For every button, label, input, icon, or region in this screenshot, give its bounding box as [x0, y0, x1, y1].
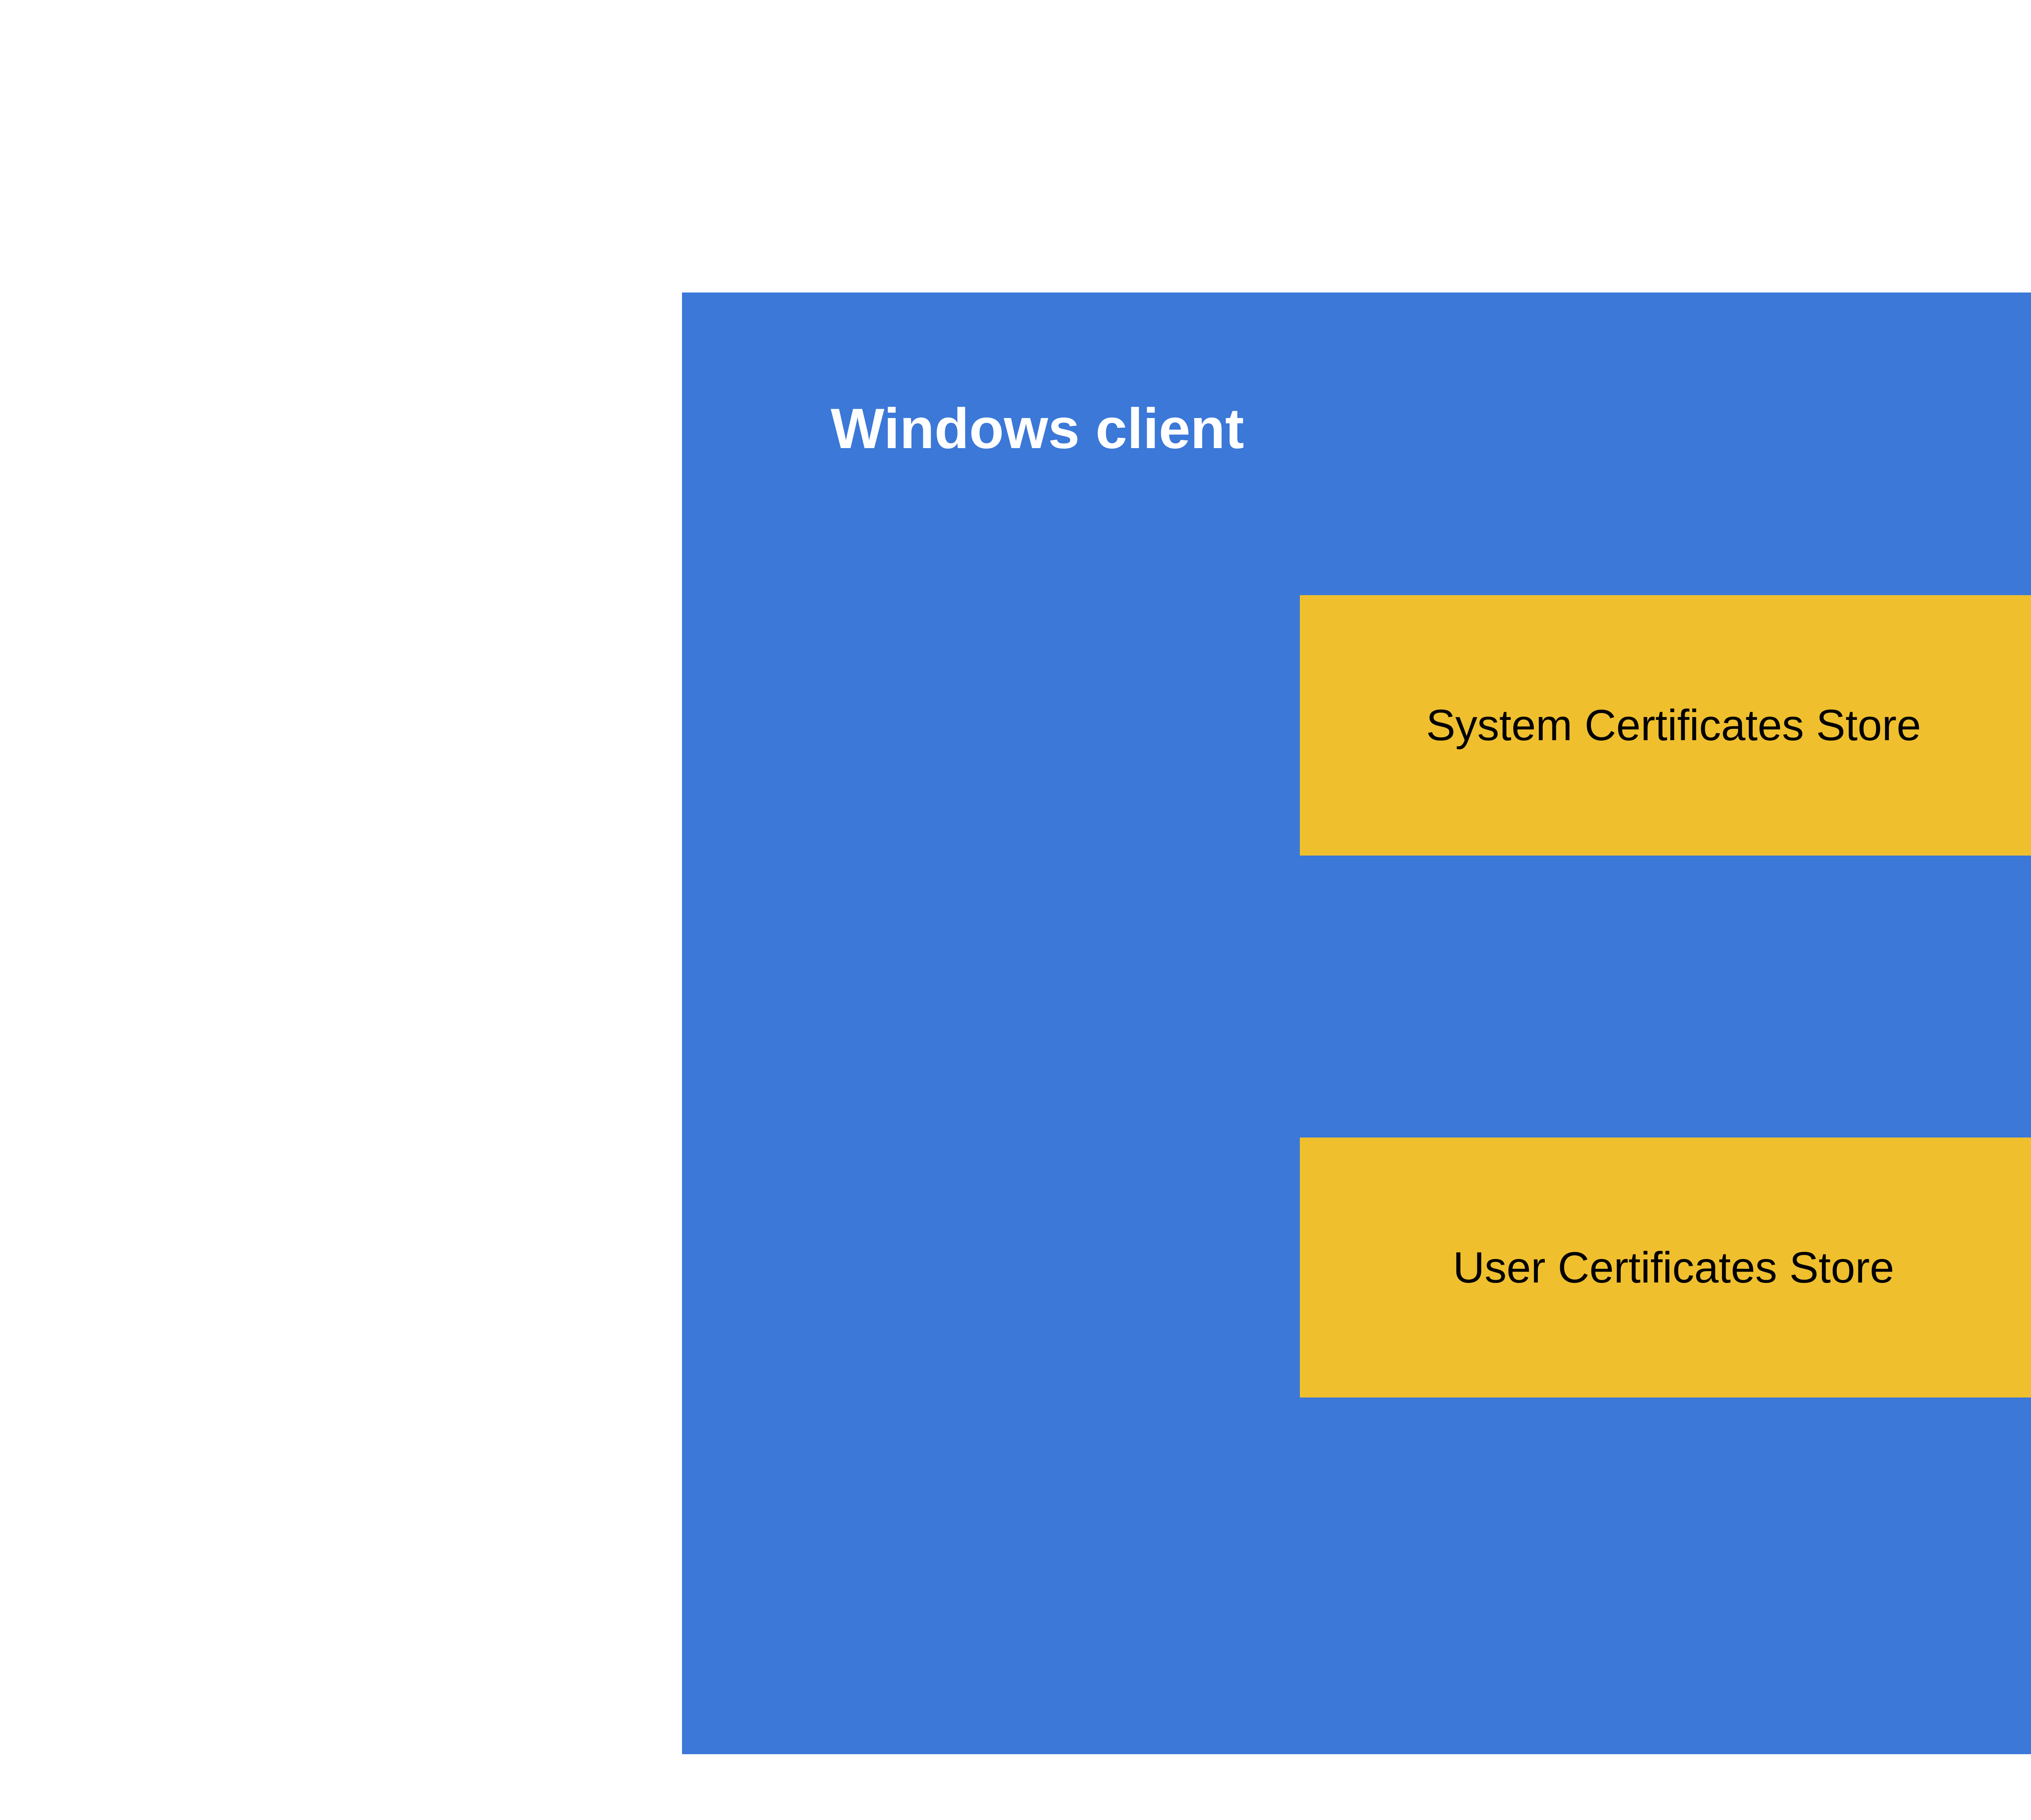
windows-client-title: Windows client: [831, 396, 1244, 460]
node-label-system-certificates-store: System Certificates Store: [1426, 700, 1921, 750]
node-label-user-certificates-store: User Certificates Store: [1453, 1242, 1895, 1292]
node-user-certificates-store[interactable]: User Certificates Store: [1300, 1138, 2031, 1398]
node-system-certificates-store[interactable]: System Certificates Store: [1300, 595, 2031, 856]
windows-client-container: [682, 292, 2031, 1754]
